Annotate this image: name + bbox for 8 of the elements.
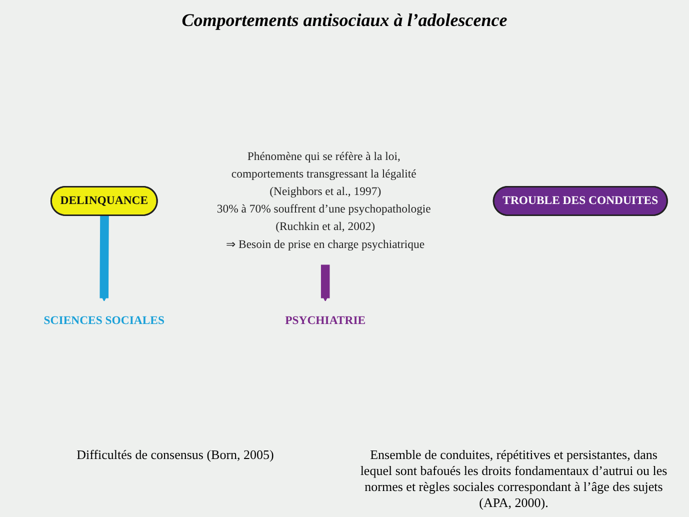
arrow [100, 216, 109, 302]
note-text: Difficultés de consensus (Born, 2005) [76, 447, 275, 464]
arrow [320, 263, 330, 302]
slide-title: Comportements antisociaux à l’adolescence [180, 10, 508, 31]
node-text: Phénomène qui se réfère à la loi, comportements transgressant la légalité (Neighbors et al., 1997) 30% à 70% souffrent d’une psychopathologie (Ruchkin et al, 2002) ⇒ Besoin de prise en charge psychiatrique [216, 150, 431, 251]
node-text: PSYCHIATRIE [285, 314, 366, 327]
note-text: Ensemble de conduites, répétitives et persistantes, dans lequel sont bafoués les droits fondamentaux d’autrui ou les normes et règles sociales correspondant à l’âge des sujets (APA, 2000). [359, 447, 668, 511]
node-text: SCIENCES SOCIALES [44, 314, 164, 327]
